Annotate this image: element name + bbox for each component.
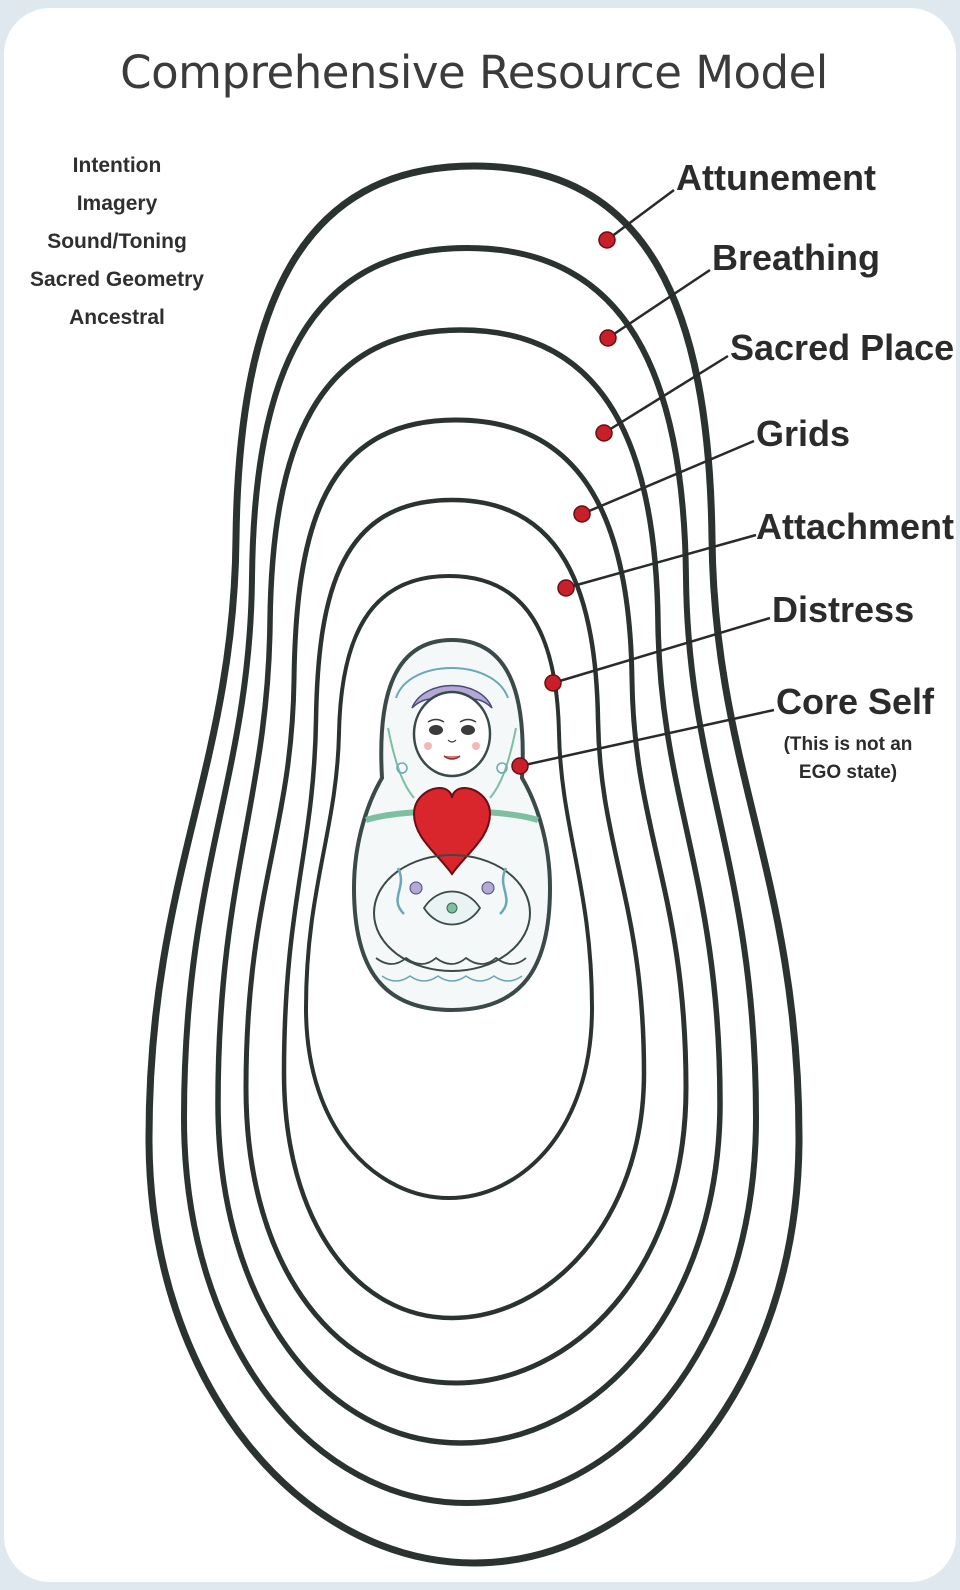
layer-label-core-self: Core Self [776, 681, 935, 722]
marker-dot [512, 758, 528, 774]
marker-dot [574, 506, 590, 522]
marker-dot [558, 580, 574, 596]
method-item: Ancestral [69, 306, 165, 329]
layer-label-attachment: Attachment [756, 506, 954, 547]
layer-labels: Attunement Breathing Sacred Place Grids … [676, 157, 954, 783]
methods-list: Intention Imagery Sound/Toning Sacred Ge… [30, 154, 204, 329]
layer-label-distress: Distress [772, 589, 914, 630]
core-self-note-line-1: (This is not an [784, 734, 913, 755]
method-item: Imagery [77, 192, 158, 215]
layer-label-breathing: Breathing [712, 237, 880, 278]
leader-breathing [608, 270, 710, 338]
diagram-title: Comprehensive Resource Model [120, 46, 828, 99]
layer-label-attunement: Attunement [676, 157, 876, 198]
core-self-note-line-2: EGO state) [799, 762, 897, 783]
marker-dot [599, 232, 615, 248]
method-item: Sound/Toning [47, 230, 187, 253]
method-item: Sacred Geometry [30, 268, 204, 291]
matryoshka-doll-icon [354, 640, 550, 1010]
marker-dot [600, 330, 616, 346]
layer-label-sacred-place: Sacred Place [730, 327, 954, 368]
leader-grids [582, 441, 754, 514]
layer-label-grids: Grids [756, 413, 850, 454]
leader-attachment [566, 535, 756, 588]
diagram-card: Comprehensive Resource Model Intention I… [4, 8, 956, 1582]
marker-dot [596, 425, 612, 441]
diagram-canvas: Comprehensive Resource Model Intention I… [4, 8, 956, 1582]
method-item: Intention [73, 154, 162, 177]
marker-dot [545, 675, 561, 691]
